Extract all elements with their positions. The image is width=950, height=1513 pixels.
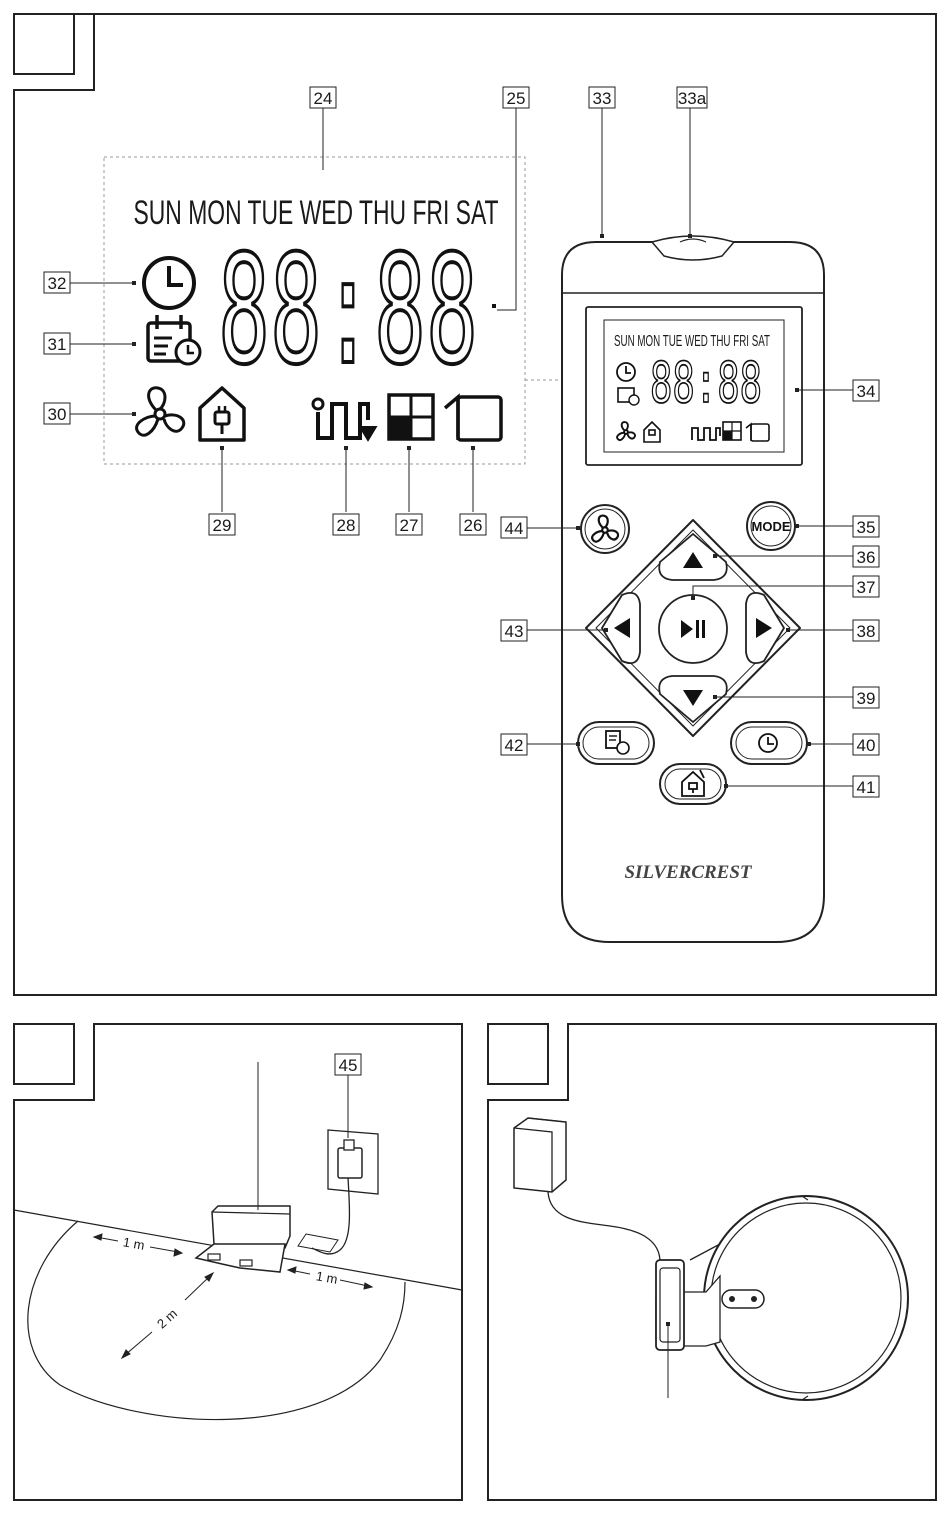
callout-33a: 33a bbox=[678, 89, 707, 108]
fan-icon bbox=[137, 388, 184, 435]
callout-37: 37 bbox=[857, 578, 876, 597]
panel-2-corner-box bbox=[14, 1024, 74, 1084]
remote-screen-days: SUN MON TUE WED THU FRI SAT bbox=[614, 333, 770, 350]
edge-clean-icon bbox=[445, 397, 501, 440]
mode-button-label: MODE bbox=[752, 519, 791, 534]
calendar-clock-icon bbox=[148, 315, 200, 364]
charging-dock bbox=[196, 1206, 338, 1272]
power-adapter bbox=[514, 1118, 660, 1298]
callout-28: 28 bbox=[337, 516, 356, 535]
callout-36: 36 bbox=[857, 548, 876, 567]
schedule-button[interactable] bbox=[578, 722, 654, 764]
fan-button[interactable] bbox=[581, 505, 629, 553]
zigzag-clean-icon bbox=[313, 399, 374, 438]
return-home-button[interactable] bbox=[660, 764, 726, 804]
callout-41: 41 bbox=[857, 778, 876, 797]
callout-43: 43 bbox=[505, 622, 524, 641]
callout-31: 31 bbox=[48, 335, 67, 354]
play-pause-button[interactable] bbox=[659, 595, 727, 663]
callout-29: 29 bbox=[213, 516, 232, 535]
callout-24: 24 bbox=[314, 89, 333, 108]
wall-socket bbox=[312, 1130, 378, 1254]
callout-25: 25 bbox=[507, 89, 526, 108]
distance-front-label: 2 m bbox=[154, 1306, 180, 1332]
callout-45: 45 bbox=[339, 1056, 358, 1075]
panel-3-corner-box bbox=[488, 1024, 548, 1084]
callout-34: 34 bbox=[857, 382, 876, 401]
callout-33: 33 bbox=[593, 89, 612, 108]
quadrant-icon bbox=[389, 395, 433, 439]
distance-left-label: 1 m bbox=[122, 1234, 146, 1253]
display-time: 88:88 bbox=[218, 224, 478, 398]
callout-39: 39 bbox=[857, 689, 876, 708]
brand-logo: SILVERCREST bbox=[624, 862, 752, 883]
panel-charging bbox=[488, 1024, 936, 1500]
panel-1-corner-box bbox=[14, 14, 74, 74]
callout-44: 44 bbox=[505, 519, 524, 538]
callout-38: 38 bbox=[857, 622, 876, 641]
display-dot bbox=[492, 304, 496, 308]
mode-button[interactable]: MODE bbox=[747, 502, 795, 550]
callout-27: 27 bbox=[400, 516, 419, 535]
panel-remote-display: SUN MON TUE WED THU FRI SAT bbox=[14, 14, 936, 995]
display-time-digits: 88:88 bbox=[218, 224, 478, 398]
callout-32: 32 bbox=[48, 274, 67, 293]
callout-35: 35 bbox=[857, 518, 876, 537]
panel-placement: 1 m 1 m 2 m bbox=[14, 1024, 462, 1500]
clock-icon bbox=[144, 258, 194, 308]
timer-button[interactable] bbox=[731, 722, 807, 764]
robot-vacuum bbox=[704, 1196, 908, 1400]
callout-40: 40 bbox=[857, 736, 876, 755]
callout-42: 42 bbox=[505, 736, 524, 755]
distance-right-label: 1 m bbox=[315, 1268, 339, 1287]
remote-screen-time: 88:88 bbox=[650, 351, 762, 416]
callout-30: 30 bbox=[48, 405, 67, 424]
callout-26: 26 bbox=[464, 516, 483, 535]
